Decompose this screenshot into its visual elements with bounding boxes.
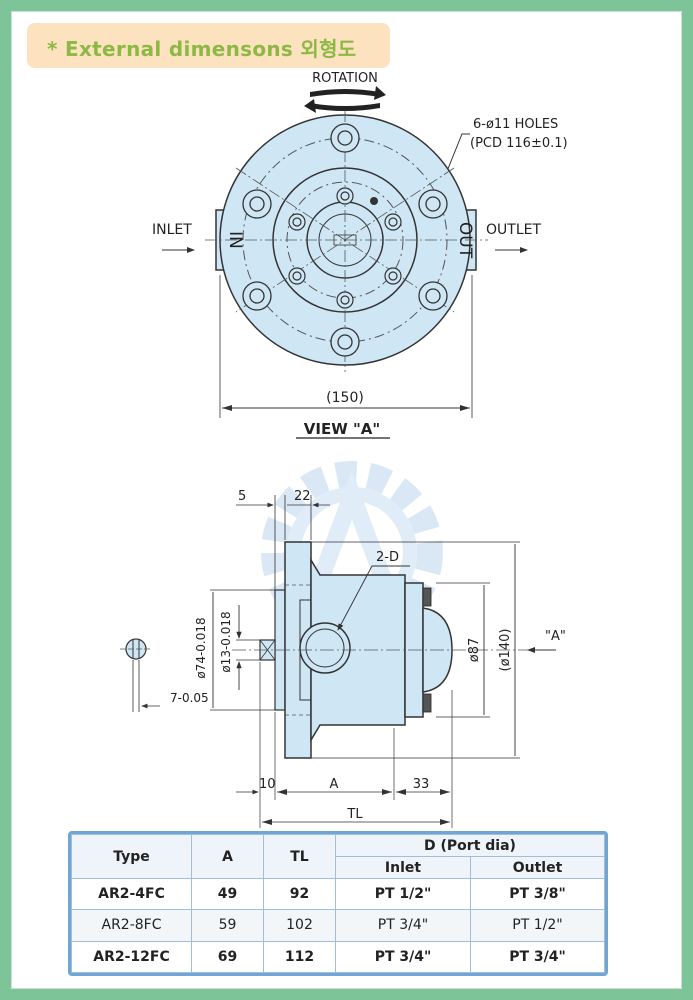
table-row: AR2-8FC 59 102 PT 3/4" PT 1/2"	[71, 909, 605, 942]
width-dimension: (150)	[326, 390, 364, 406]
out-mark: OUT	[455, 222, 475, 259]
view-a-caption: VIEW "A"	[304, 420, 380, 438]
side-view-drawing: 7-0.05 5 22 2	[120, 489, 566, 828]
cell-tl: 92	[263, 877, 336, 911]
bolt-holes	[242, 123, 448, 357]
cell-a: 49	[191, 877, 264, 911]
cell-inlet: PT 1/2"	[335, 877, 471, 911]
header-tl: TL	[263, 834, 336, 879]
dim-10-label: 10	[259, 777, 276, 792]
spec-table: Type A TL D (Port dia) Inlet Outlet AR2-…	[71, 834, 605, 974]
cell-type: AR2-8FC	[71, 909, 192, 942]
header-outlet: Outlet	[470, 856, 605, 879]
spec-table-container: Type A TL D (Port dia) Inlet Outlet AR2-…	[68, 831, 608, 976]
dia-140-label: (ø140)	[498, 629, 513, 672]
cell-type: AR2-4FC	[71, 877, 192, 911]
cell-tl: 102	[263, 909, 336, 942]
table-row: AR2-12FC 69 112 PT 3/4" PT 3/4"	[71, 940, 605, 974]
cell-outlet: PT 3/4"	[470, 940, 605, 974]
port-label: 2-D	[376, 550, 399, 565]
dim-5-label: 5	[238, 489, 246, 504]
pcd-label: (PCD 116±0.1)	[470, 136, 568, 151]
cell-inlet: PT 3/4"	[335, 940, 471, 974]
header-type: Type	[71, 834, 192, 879]
outlet-label: OUTLET	[486, 222, 541, 238]
cell-inlet: PT 3/4"	[335, 909, 471, 942]
cell-outlet: PT 3/8"	[470, 877, 605, 911]
rotation-label: ROTATION	[312, 71, 378, 86]
dim-a-label: A	[330, 777, 339, 792]
cell-outlet: PT 1/2"	[470, 909, 605, 942]
cell-a: 69	[191, 940, 264, 974]
rotation-arrow-icon	[304, 86, 386, 113]
dia-74-label: ø74-0.018	[194, 617, 208, 678]
header-port-dia: D (Port dia)	[335, 834, 605, 857]
dia-13-label: ø13-0.018	[219, 611, 233, 672]
cell-a: 59	[191, 909, 264, 942]
title-banner: * External dimensons 외형도	[27, 23, 390, 68]
cell-tl: 112	[263, 940, 336, 974]
dim-33-label: 33	[413, 777, 430, 792]
header-a: A	[191, 834, 264, 879]
banner-title: * External dimensons 외형도	[47, 37, 357, 61]
cell-type: AR2-12FC	[71, 940, 192, 974]
in-mark: IN	[225, 231, 245, 249]
header-inlet: Inlet	[335, 856, 471, 879]
view-a-arrow-label: "A"	[545, 629, 566, 644]
dia-87-label: ø87	[467, 638, 482, 663]
view-a-drawing: ROTATION 6-ø11 HOLES (PCD 116±0.1)	[152, 71, 568, 439]
holes-label: 6-ø11 HOLES	[473, 117, 558, 132]
dim-22-label: 22	[294, 489, 311, 504]
dim-tl-label: TL	[346, 807, 363, 822]
inlet-label: INLET	[152, 222, 192, 238]
key-width-dimension: 7-0.05	[170, 691, 209, 705]
table-row: AR2-4FC 49 92 PT 1/2" PT 3/8"	[71, 877, 605, 911]
